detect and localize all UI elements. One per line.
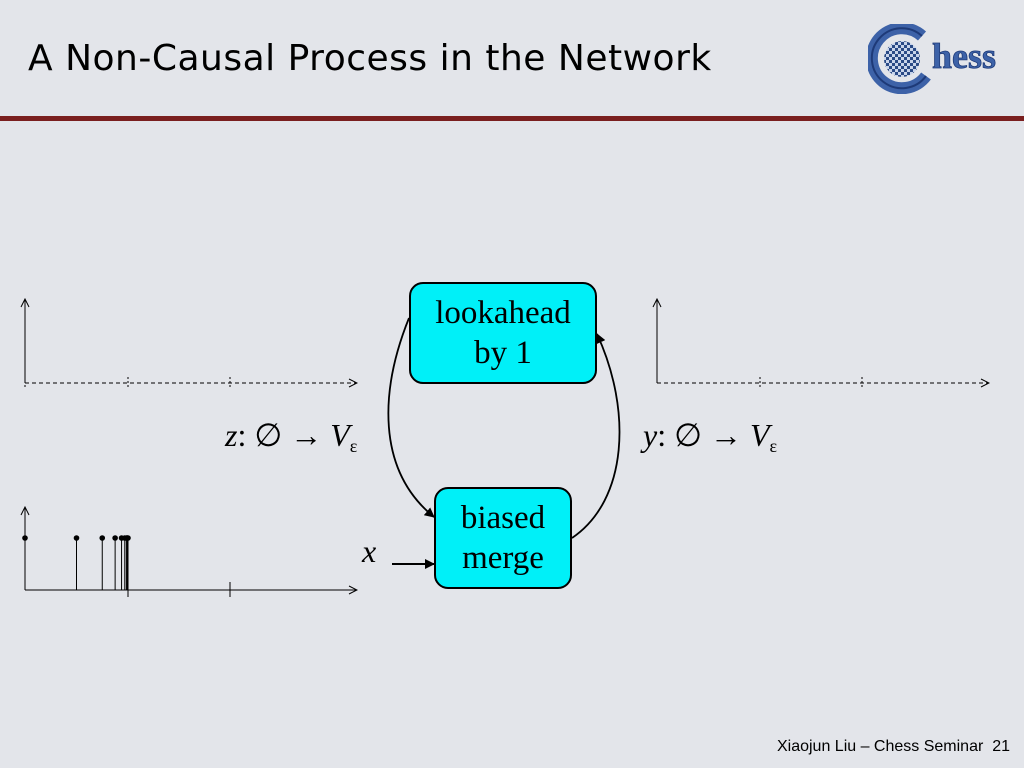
x-signal-plot xyxy=(22,507,357,597)
z-signal-plot xyxy=(25,299,357,389)
footer-author: Xiaojun Liu – Chess Seminar xyxy=(776,738,984,755)
x-event-dot xyxy=(99,535,106,541)
biased-merge-actor[interactable]: biased merge xyxy=(434,487,572,589)
lookahead-label-line1: lookahead xyxy=(435,295,571,331)
x-event-dot xyxy=(22,535,28,541)
slide-footer: Xiaojun Liu – Chess Seminar 21 xyxy=(777,738,1010,756)
x-event-dot xyxy=(112,535,118,541)
lookahead-label-line2: by 1 xyxy=(474,335,532,371)
chess-logo: hess xyxy=(865,22,1014,95)
x-event-dot xyxy=(125,535,131,541)
merge-label-line1: biased xyxy=(460,500,546,536)
arrow-lookahead-to-merge xyxy=(387,317,435,518)
lookahead-actor[interactable]: lookahead by 1 xyxy=(409,282,597,384)
x-event-dot xyxy=(73,535,80,541)
title-divider xyxy=(0,116,1024,121)
y-signal-label: y: ∅ → Vε xyxy=(643,417,778,456)
y-signal-plot xyxy=(657,299,989,389)
slide-title: A Non-Causal Process in the Network xyxy=(28,38,712,79)
logo-text: hess xyxy=(932,36,996,76)
x-event-stems xyxy=(22,535,131,590)
x-input-label: x xyxy=(362,533,377,569)
page-number: 21 xyxy=(992,738,1010,755)
merge-label-line2: merge xyxy=(462,540,544,576)
z-signal-label: z: ∅ → Vε xyxy=(225,417,358,456)
arrow-merge-to-lookahead xyxy=(571,333,621,539)
